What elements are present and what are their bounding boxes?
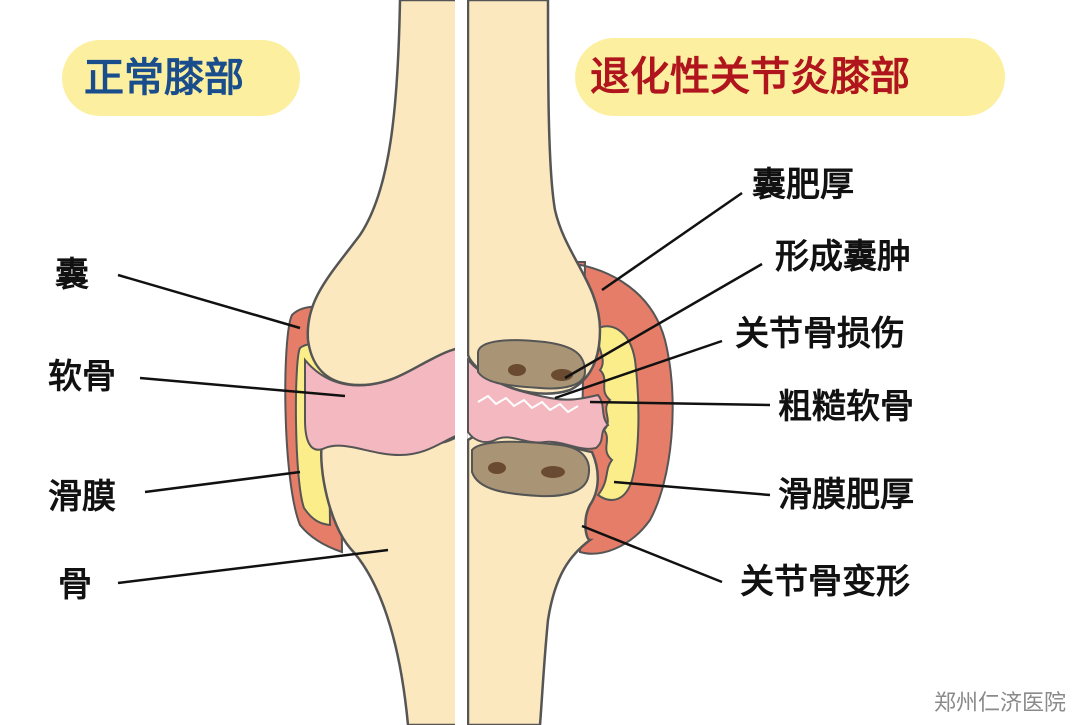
label-synovium-thickening: 滑膜肥厚 bbox=[778, 475, 914, 515]
leader-capsule-thickening bbox=[601, 191, 743, 292]
leader-cartilage bbox=[139, 376, 346, 398]
label-bone-deformation: 关节骨变形 bbox=[740, 562, 910, 602]
label-cartilage: 软骨 bbox=[48, 357, 116, 397]
oa-femur-cyst-spot-2 bbox=[551, 369, 573, 381]
oa-tibia-cyst-spot-2 bbox=[541, 466, 565, 478]
label-bone: 骨 bbox=[58, 565, 92, 605]
label-synovium: 滑膜 bbox=[48, 477, 116, 517]
normal-knee-title: 正常膝部 bbox=[84, 55, 244, 101]
leader-bone-damage bbox=[554, 339, 723, 400]
leader-cyst-formation bbox=[564, 262, 763, 380]
label-capsule: 囊 bbox=[55, 255, 89, 295]
label-rough-cartilage: 粗糙软骨 bbox=[778, 387, 914, 427]
watermark-text: 郑州仁济医院 bbox=[933, 691, 1066, 716]
normal-title-pill bbox=[62, 40, 300, 116]
label-bone-damage: 关节骨损伤 bbox=[735, 314, 905, 354]
label-capsule-thickening: 囊肥厚 bbox=[752, 165, 854, 205]
oa-femur-cyst-spot-1 bbox=[508, 364, 526, 376]
oa-knee-title: 退化性关节炎膝部 bbox=[590, 54, 910, 100]
leader-synovium-thickening bbox=[613, 480, 771, 497]
oa-tibia-cyst bbox=[471, 440, 590, 498]
leader-synovium bbox=[144, 470, 301, 494]
normal-tibia bbox=[320, 429, 468, 725]
oa-femur-cyst bbox=[477, 339, 587, 390]
label-cyst-formation: 形成囊肿 bbox=[775, 237, 911, 277]
leader-bone bbox=[117, 548, 389, 585]
oa-title-pill bbox=[575, 38, 1005, 116]
center-divider bbox=[455, 0, 467, 725]
leader-rough-cartilage bbox=[589, 400, 771, 407]
oa-cartilage-rough-line bbox=[477, 394, 579, 414]
oa-tibia-cyst-spot-1 bbox=[488, 462, 506, 474]
leader-bone-deformation bbox=[581, 524, 723, 584]
leader-capsule bbox=[117, 273, 301, 330]
normal-femur bbox=[306, 0, 468, 387]
